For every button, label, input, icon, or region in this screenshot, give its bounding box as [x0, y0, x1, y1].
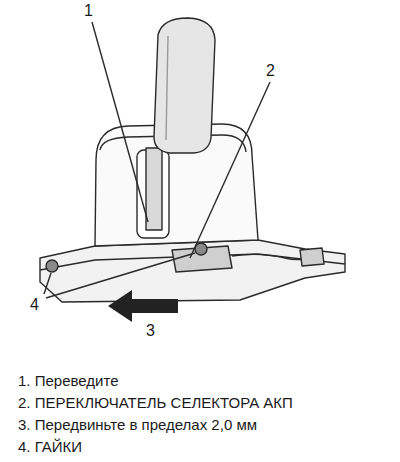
shift-knob [154, 18, 215, 153]
callout-number: 4 [30, 296, 39, 314]
callout-number: 2 [266, 62, 275, 80]
switch-connector [300, 248, 324, 266]
lever-shaft [146, 148, 162, 230]
nut [195, 243, 207, 255]
nut [46, 260, 58, 272]
legend-note: 4. ГАЙКИ [18, 438, 82, 455]
callout-number: 3 [146, 322, 155, 340]
leader-line [190, 82, 270, 258]
legend-note: 1. Переведите [18, 372, 118, 389]
leader-line [44, 273, 51, 294]
leader-line [46, 253, 195, 298]
leader-line [92, 22, 148, 222]
direction-arrow [108, 290, 178, 322]
legend-note: 2. ПЕРЕКЛЮЧАТЕЛЬ СЕЛЕКТОРА АКП [18, 394, 293, 411]
callout-number: 1 [84, 2, 93, 20]
legend-note: 3. Передвиньте в пределах 2,0 мм [18, 416, 257, 433]
base-plate [40, 240, 345, 302]
knob-highlight [166, 36, 168, 140]
